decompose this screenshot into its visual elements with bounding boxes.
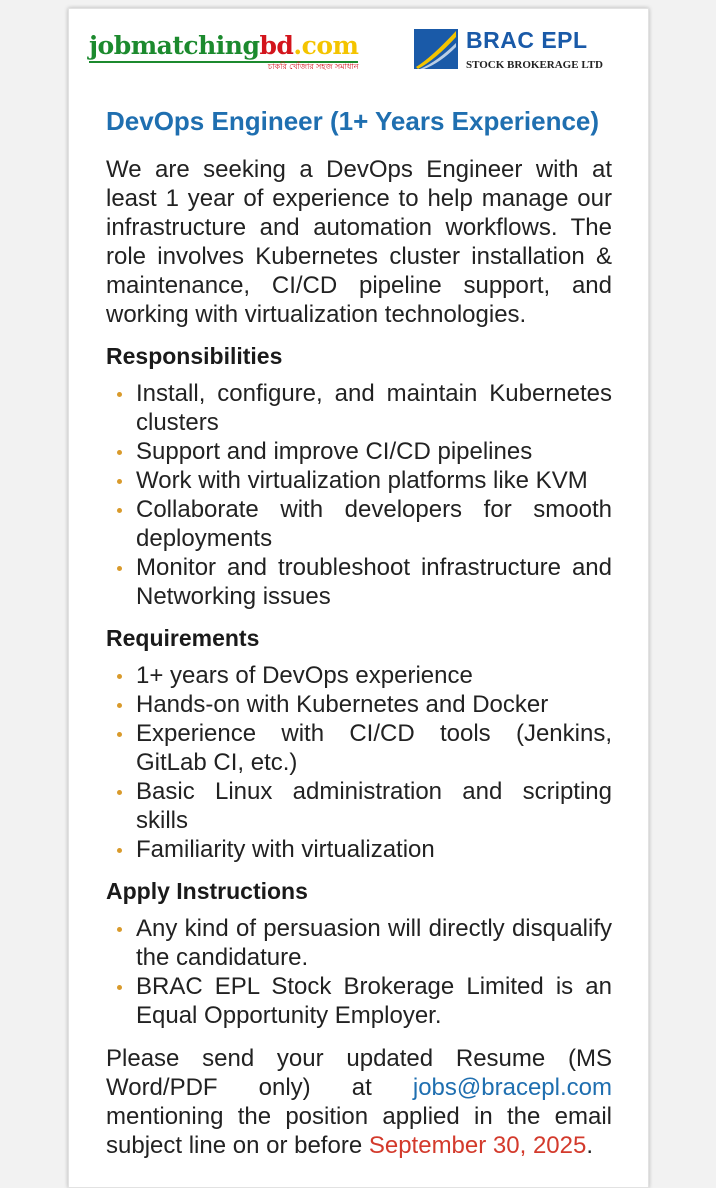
closing-paragraph: Please send your updated Resume (MS Word… <box>106 1044 612 1160</box>
job-intro: We are seeking a DevOps Engineer with at… <box>106 156 612 328</box>
brac-epl-subtitle: STOCK BROKERAGE LTD <box>466 59 603 71</box>
closing-text-end: . <box>586 1132 594 1159</box>
logo-text-com: .com <box>293 31 359 60</box>
jobmatchingbd-logo[interactable]: jobmatchingbd.com চাকরি খোঁজার সহজ সমাধা… <box>89 31 359 71</box>
list-item: 1+ years of DevOps experience <box>106 661 612 690</box>
brac-epl-name: BRAC EPL <box>466 27 588 53</box>
brac-epl-logo[interactable]: BRAC EPL STOCK BROKERAGE LTD <box>414 27 624 75</box>
job-content: DevOps Engineer (1+ Years Experience) We… <box>106 101 612 1160</box>
email-link[interactable]: jobs@bracepl.com <box>412 1074 612 1101</box>
list-item: BRAC EPL Stock Brokerage Limited is an E… <box>106 972 612 1030</box>
job-post-card: jobmatchingbd.com চাকরি খোঁজার সহজ সমাধা… <box>68 8 649 1188</box>
responsibilities-heading: Responsibilities <box>106 343 283 369</box>
requirements-list: 1+ years of DevOps experience Hands-on w… <box>106 661 612 864</box>
list-item: Hands-on with Kubernetes and Docker <box>106 690 612 719</box>
requirements-heading: Requirements <box>106 625 260 651</box>
list-item: Work with virtualization platforms like … <box>106 466 612 495</box>
job-title: DevOps Engineer (1+ Years Experience) <box>106 106 600 136</box>
list-item: Basic Linux administration and scripting… <box>106 777 612 835</box>
list-item: Familiarity with virtualization <box>106 835 612 864</box>
jobmatchingbd-wordmark: jobmatchingbd.com <box>89 31 359 61</box>
logo-text-jobmatching: jobmatching <box>89 31 260 60</box>
closing-text-before: Please send your updated Resume (MS Word… <box>106 1045 612 1101</box>
closing-text-middle: mentioning the position applied in the e… <box>106 1103 612 1159</box>
list-item: Monitor and troubleshoot infrastructure … <box>106 553 612 611</box>
list-item: Collaborate with developers for smooth d… <box>106 495 612 553</box>
logo-text-bd: bd <box>259 31 294 60</box>
brac-epl-emblem-icon <box>414 29 458 69</box>
list-item: Support and improve CI/CD pipelines <box>106 437 612 466</box>
deadline-date: September 30, 2025 <box>368 1132 587 1159</box>
logo-tagline: চাকরি খোঁজার সহজ সমাধান <box>267 62 359 71</box>
list-item: Install, configure, and maintain Kuberne… <box>106 379 612 437</box>
logo-underline <box>89 61 359 63</box>
apply-heading: Apply Instructions <box>106 878 308 904</box>
apply-list: Any kind of persuasion will directly dis… <box>106 914 612 1030</box>
list-item: Experience with CI/CD tools (Jenkins, Gi… <box>106 719 612 777</box>
header-logos: jobmatchingbd.com চাকরি খোঁজার সহজ সমাধা… <box>69 9 648 79</box>
list-item: Any kind of persuasion will directly dis… <box>106 914 612 972</box>
responsibilities-list: Install, configure, and maintain Kuberne… <box>106 379 612 611</box>
